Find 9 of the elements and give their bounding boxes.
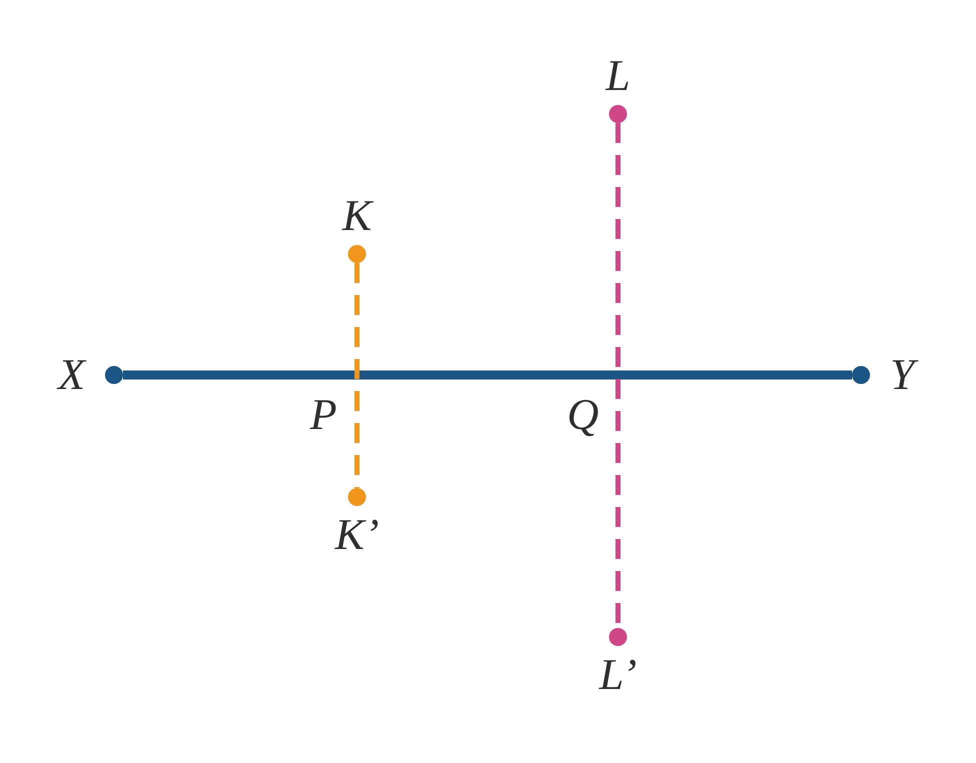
point-label: P <box>310 392 337 438</box>
line-segment <box>123 370 852 380</box>
point-label: Q <box>567 392 599 438</box>
point-label: K <box>342 193 372 239</box>
point-label: L’ <box>599 652 637 698</box>
point-label: K’ <box>335 512 379 558</box>
point-label: X <box>58 352 85 398</box>
dashed-line <box>354 263 360 488</box>
point-label: L <box>606 53 630 99</box>
